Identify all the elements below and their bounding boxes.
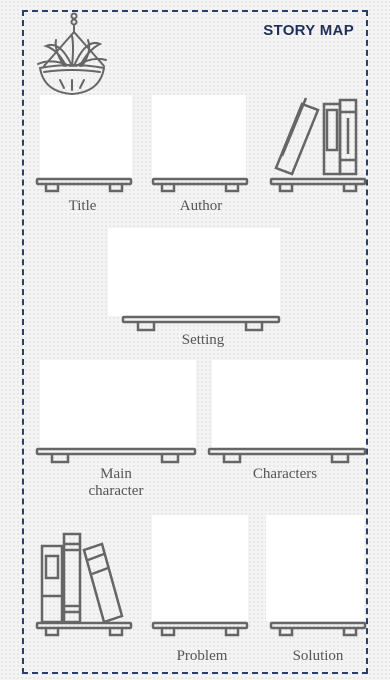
shelf-icon: [35, 447, 197, 464]
shelf-icon: [269, 177, 367, 193]
shelf-icon: [35, 177, 133, 193]
hanging-plant-icon: [37, 12, 107, 96]
books-icon: [274, 97, 358, 176]
characters-box[interactable]: [212, 360, 366, 448]
title-label: Title: [68, 198, 97, 214]
title-box[interactable]: [40, 95, 132, 178]
solution-box[interactable]: [266, 515, 364, 621]
problem-label: Problem: [176, 648, 228, 664]
page-title: STORY MAP: [263, 22, 354, 39]
author-label: Author: [179, 198, 223, 214]
solution-label: Solution: [292, 648, 344, 664]
shelf-icon: [269, 621, 367, 637]
books-icon: [40, 532, 124, 624]
shelf-icon: [207, 447, 367, 464]
shelf-icon: [35, 621, 133, 637]
main-character-box[interactable]: [40, 360, 196, 448]
author-box[interactable]: [152, 95, 246, 178]
setting-label: Setting: [181, 332, 225, 348]
shelf-icon: [121, 315, 281, 332]
problem-box[interactable]: [152, 515, 248, 621]
characters-label: Characters: [252, 466, 318, 482]
shelf-icon: [151, 621, 249, 637]
shelf-icon: [151, 177, 249, 193]
setting-box[interactable]: [108, 228, 280, 316]
main-character-label: Main character: [88, 466, 144, 499]
dashed-border: [22, 10, 368, 674]
